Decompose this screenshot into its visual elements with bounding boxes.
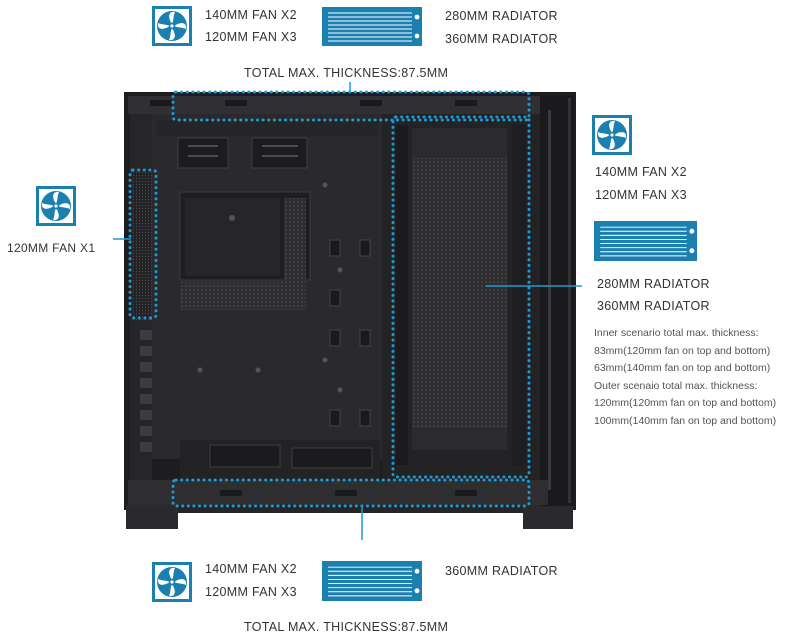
top-rad-label-2: 360MM RADIATOR [445,32,558,46]
side-rad-label-2: 360MM RADIATOR [597,299,710,313]
side-thickness-notes: Inner scenario total max. thickness: 83m… [594,325,776,430]
side-fan-label-1: 140MM FAN X2 [595,165,687,179]
bottom-fan-zone [171,478,531,508]
bottom-rad-label: 360MM RADIATOR [445,564,558,578]
note-line: 100mm(140mm fan on top and bottom) [594,414,777,427]
rear-fan-label: 120MM FAN X1 [7,241,96,255]
note-line: 120mm(120mm fan on top and bottom) [594,397,777,409]
top-fan-label-1: 140MM FAN X2 [205,8,297,22]
bottom-fan-label-1: 140MM FAN X2 [205,562,297,576]
bottom-fan-label-2: 120MM FAN X3 [205,585,297,599]
note-line: 63mm(140mm fan on top and bottom) [594,362,771,374]
case-top-panel [128,96,548,114]
top-rad-label-1: 280MM RADIATOR [445,9,558,23]
top-thickness-label: TOTAL MAX. THICKNESS:87.5MM [244,66,449,80]
case-foot-left [126,505,178,529]
bottom-thickness-label: TOTAL MAX. THICKNESS:87.5MM [244,620,449,634]
case-side-mesh [412,128,507,450]
top-fan-zone [171,90,531,122]
note-line: 83mm(120mm fan on top and bottom) [594,344,771,357]
top-fan-label-2: 120MM FAN X3 [205,30,297,44]
side-rad-label-1: 280MM RADIATOR [597,277,710,291]
case-foot-right [523,505,573,529]
rear-fan-zone [128,168,158,320]
note-line: Inner scenario total max. thickness: [594,327,759,339]
note-line: Outer scenaio total max. thickness: [594,379,758,392]
side-fan-label-2: 120MM FAN X3 [595,188,687,202]
